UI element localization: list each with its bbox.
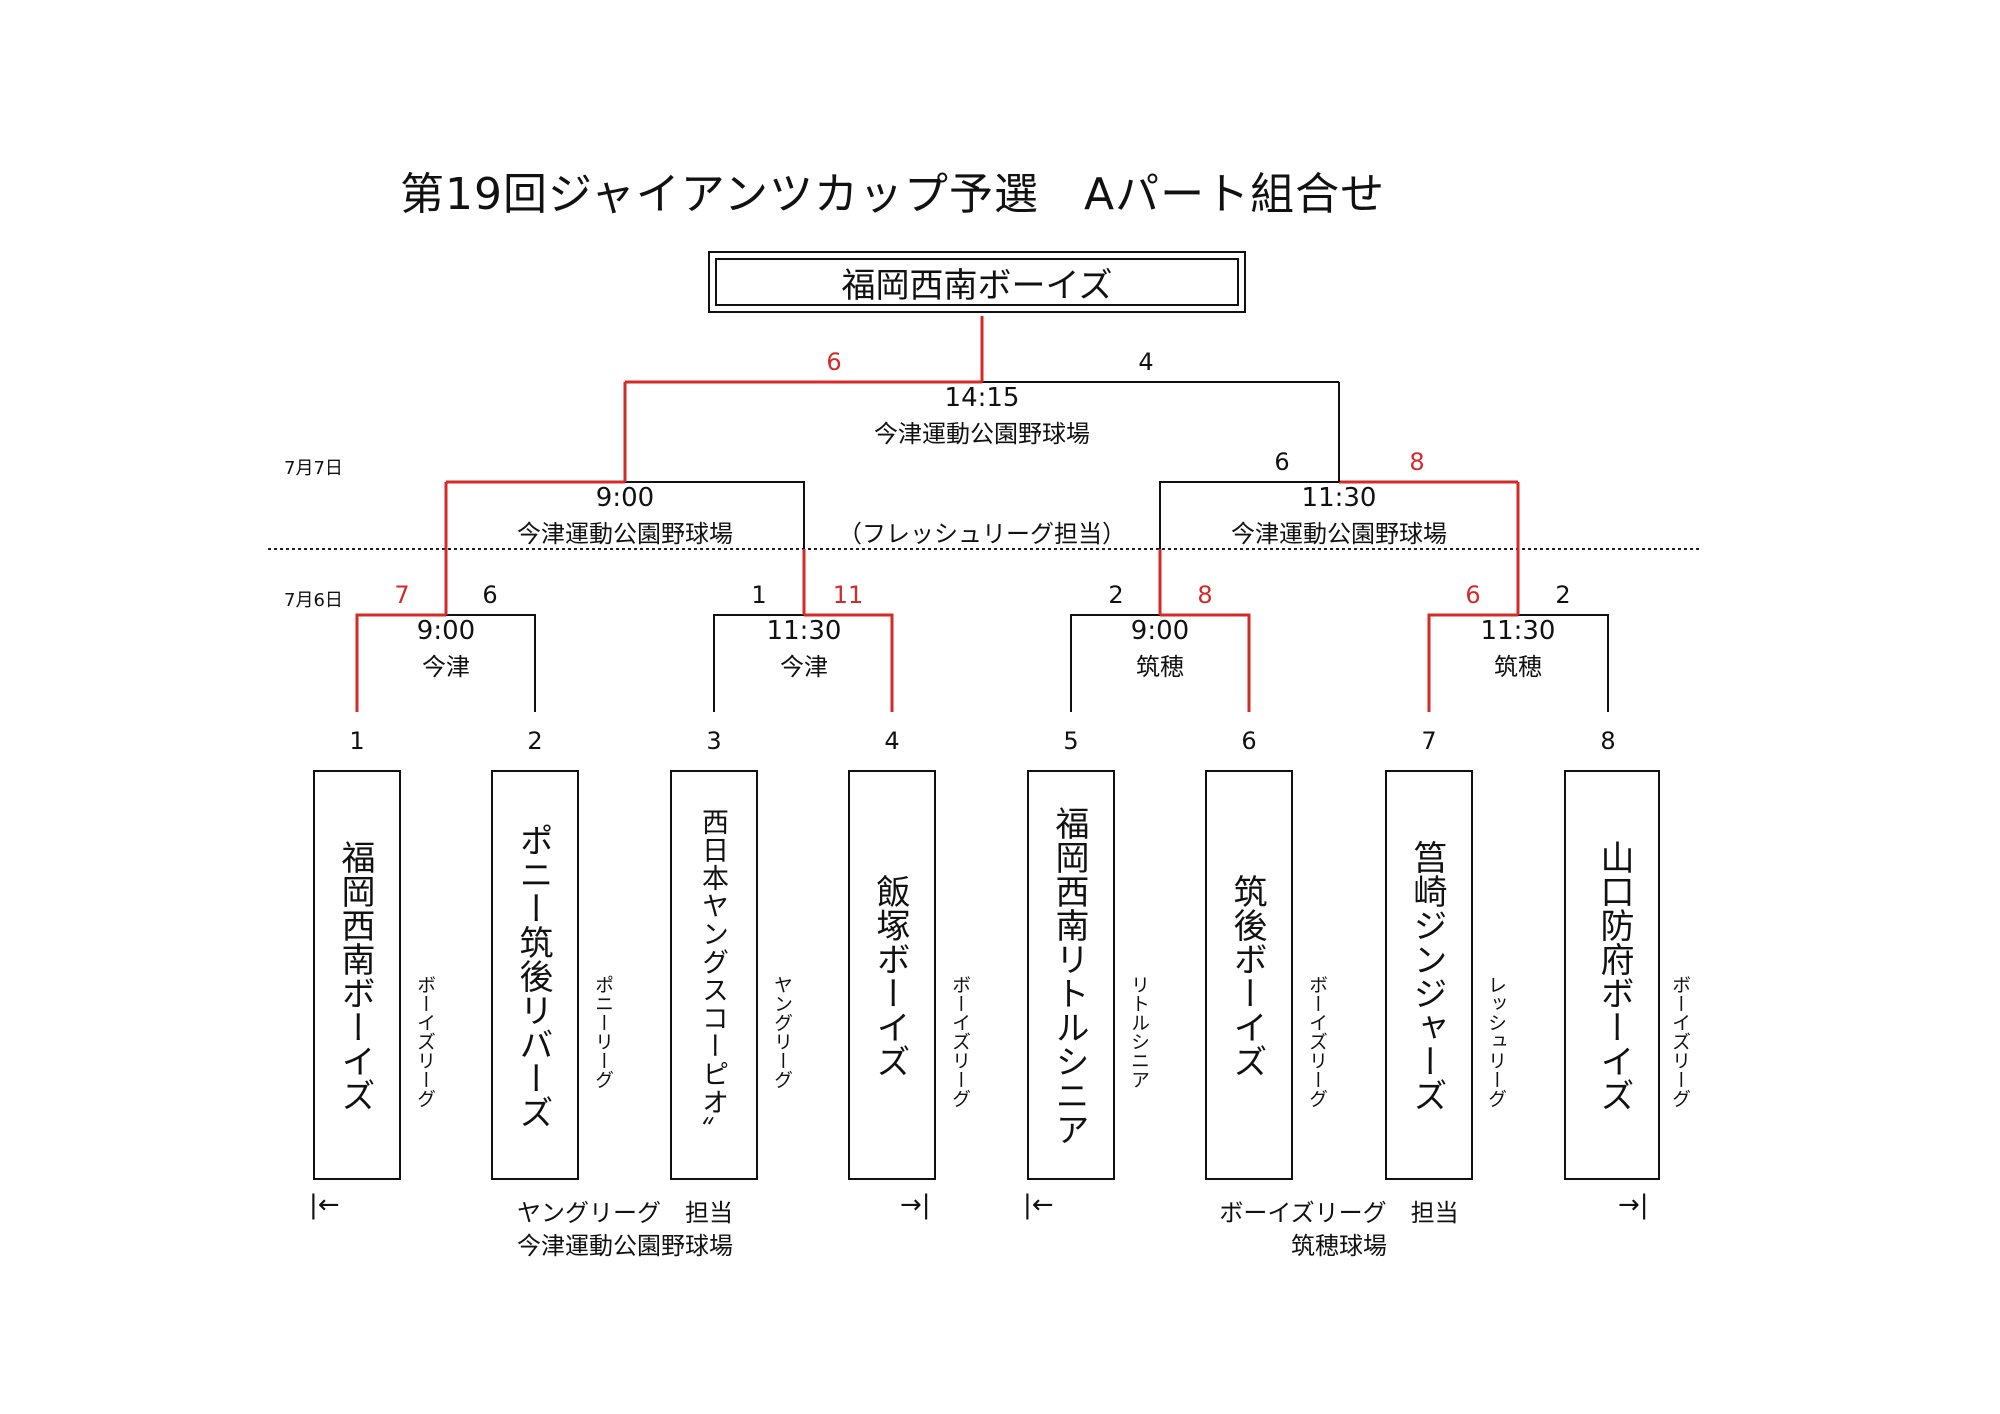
team-box-8: 山口防府ボーイズ bbox=[1564, 770, 1660, 1180]
r1-1-venue: 今津 bbox=[422, 653, 470, 681]
team-name: 西日本ヤングスコーピオ〟 bbox=[697, 808, 728, 1144]
team-box-1: 福岡西南ボーイズ bbox=[313, 770, 401, 1180]
league-5: リトルシニア bbox=[1128, 975, 1150, 1089]
final-score-right: 4 bbox=[1138, 348, 1154, 376]
footer-left-venue: 今津運動公園野球場 bbox=[517, 1232, 733, 1260]
r1-3-time: 9:00 bbox=[1130, 616, 1190, 646]
date-day1: 7月6日 bbox=[284, 590, 343, 611]
footer-right-venue: 筑穂球場 bbox=[1291, 1232, 1387, 1260]
league-4: ボーイズリーグ bbox=[949, 975, 971, 1108]
team-box-7: 筥崎ジンジャーズ bbox=[1385, 770, 1473, 1180]
seed-4: 4 bbox=[884, 727, 900, 755]
semi-left-venue: 今津運動公園野球場 bbox=[517, 520, 733, 548]
r1-3-score-left: 2 bbox=[1108, 581, 1124, 609]
r1-1-score-right: 6 bbox=[482, 581, 498, 609]
seed-1: 1 bbox=[349, 727, 365, 755]
team-name: 山口防府ボーイズ bbox=[1594, 840, 1634, 1112]
semi-right bbox=[1159, 382, 1518, 549]
r1-2-time: 11:30 bbox=[766, 616, 842, 646]
r1-2-score-right: 11 bbox=[832, 581, 864, 609]
team-name: 福岡西南ボーイズ bbox=[335, 840, 375, 1112]
r1-4-venue: 筑穂 bbox=[1494, 653, 1542, 681]
league-7: レッシュリーグ bbox=[1485, 975, 1507, 1108]
semi-left bbox=[446, 382, 805, 549]
r1-3-score-right: 8 bbox=[1197, 581, 1213, 609]
footer-right-arrow-left: |← bbox=[1023, 1190, 1054, 1220]
team-box-4: 飯塚ボーイズ bbox=[848, 770, 936, 1180]
semi-right-time: 11:30 bbox=[1301, 483, 1377, 513]
team-name: 筑後ボーイズ bbox=[1227, 874, 1267, 1078]
team-name: 福岡西南リトルシニア bbox=[1049, 806, 1089, 1146]
final-score-left: 6 bbox=[826, 348, 842, 376]
semi-right-venue: 今津運動公園野球場 bbox=[1231, 520, 1447, 548]
seed-3: 3 bbox=[706, 727, 722, 755]
seed-5: 5 bbox=[1063, 727, 1079, 755]
r1-match-4 bbox=[1427, 482, 1609, 712]
r1-match-1 bbox=[355, 482, 536, 712]
team-name: 筥崎ジンジャーズ bbox=[1407, 840, 1447, 1112]
r1-2-score-left: 1 bbox=[751, 581, 767, 609]
r1-match-2 bbox=[713, 549, 894, 712]
league-1: ボーイズリーグ bbox=[414, 975, 436, 1108]
final-venue: 今津運動公園野球場 bbox=[874, 420, 1090, 448]
team-name: 飯塚ボーイズ bbox=[870, 874, 910, 1078]
champion-box: 福岡西南ボーイズ bbox=[708, 251, 1246, 313]
champion-name: 福岡西南ボーイズ bbox=[715, 258, 1239, 306]
r1-match-3 bbox=[1070, 549, 1251, 712]
page-title: 第19回ジャイアンツカップ予選 Aパート組合せ bbox=[400, 169, 1386, 220]
team-box-2: ポニー筑後リバーズ bbox=[491, 770, 579, 1180]
date-day2: 7月7日 bbox=[284, 458, 343, 479]
team-name: ポニー筑後リバーズ bbox=[513, 823, 553, 1129]
league-3: ヤングリーグ bbox=[771, 975, 793, 1089]
team-box-6: 筑後ボーイズ bbox=[1205, 770, 1293, 1180]
final-lines bbox=[625, 316, 1339, 384]
semi-right-score-left: 6 bbox=[1274, 448, 1290, 476]
league-2: ポニーリーグ bbox=[592, 975, 614, 1089]
team-box-3: 西日本ヤングスコーピオ〟 bbox=[670, 770, 758, 1180]
r1-4-time: 11:30 bbox=[1480, 616, 1556, 646]
r1-1-score-left: 7 bbox=[394, 581, 410, 609]
seed-2: 2 bbox=[527, 727, 543, 755]
footer-right-charge: ボーイズリーグ 担当 bbox=[1219, 1199, 1459, 1227]
footer-left-arrow-right: →| bbox=[900, 1190, 931, 1220]
seed-6: 6 bbox=[1241, 727, 1257, 755]
day2-charge: （フレッシュリーグ担当） bbox=[838, 520, 1126, 548]
team-box-5: 福岡西南リトルシニア bbox=[1027, 770, 1115, 1180]
league-6: ボーイズリーグ bbox=[1306, 975, 1328, 1108]
seed-7: 7 bbox=[1421, 727, 1437, 755]
league-8: ボーイズリーグ bbox=[1669, 975, 1691, 1108]
final-time: 14:15 bbox=[944, 383, 1020, 413]
seed-8: 8 bbox=[1600, 727, 1616, 755]
semi-left-time: 9:00 bbox=[595, 483, 655, 513]
footer-right-arrow-right: →| bbox=[1618, 1190, 1649, 1220]
r1-1-time: 9:00 bbox=[416, 616, 476, 646]
footer-left-charge: ヤングリーグ 担当 bbox=[517, 1199, 733, 1227]
semi-right-score-right: 8 bbox=[1409, 448, 1425, 476]
r1-4-score-right: 2 bbox=[1555, 581, 1571, 609]
r1-2-venue: 今津 bbox=[780, 653, 828, 681]
footer-left-arrow-left: |← bbox=[309, 1190, 340, 1220]
r1-3-venue: 筑穂 bbox=[1136, 653, 1184, 681]
r1-4-score-left: 6 bbox=[1465, 581, 1481, 609]
